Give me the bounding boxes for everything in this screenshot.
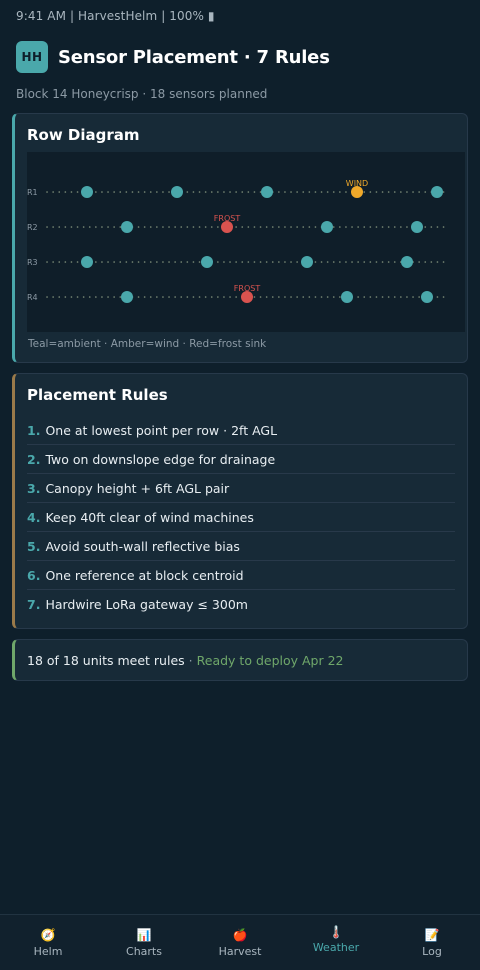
rules-list: 1.One at lowest point per row · 2ft AGL … bbox=[27, 416, 455, 619]
sensor-marker-frost[interactable] bbox=[241, 291, 253, 303]
nav-label: Charts bbox=[126, 944, 162, 958]
sensor-marker-ambient[interactable] bbox=[421, 291, 433, 303]
header: HH Sensor Placement · 7 Rules bbox=[16, 41, 330, 73]
row-label: R3 bbox=[27, 258, 38, 267]
rule-number: 1. bbox=[27, 422, 41, 438]
rule-text: Canopy height + 6ft AGL pair bbox=[45, 480, 230, 496]
rule-text: Hardwire LoRa gateway ≤ 300m bbox=[45, 597, 248, 612]
row-label: R1 bbox=[27, 188, 38, 197]
nav-label: Log bbox=[422, 944, 442, 958]
rule-item: 2.Two on downslope edge for drainage bbox=[27, 445, 455, 474]
sensor-tag-frost: FROST bbox=[214, 214, 241, 223]
row-diagram-title: Row Diagram bbox=[27, 126, 140, 144]
rule-text: One reference at block centroid bbox=[45, 567, 244, 583]
placement-rules-title: Placement Rules bbox=[27, 386, 168, 404]
rule-number: 4. bbox=[27, 509, 41, 525]
row-label: R4 bbox=[27, 293, 38, 302]
nav-item-helm[interactable]: 🧭 Helm bbox=[0, 915, 96, 970]
placement-rules-card: Placement Rules 1.One at lowest point pe… bbox=[12, 373, 468, 629]
sensor-marker-ambient[interactable] bbox=[171, 186, 183, 198]
summary-separator: · bbox=[188, 652, 193, 668]
rule-number: 7. bbox=[27, 597, 41, 612]
rule-text: Avoid south-wall reflective bias bbox=[45, 538, 240, 554]
rule-item: 3.Canopy height + 6ft AGL pair bbox=[27, 474, 455, 503]
sensor-tag-frost: FROST bbox=[234, 284, 261, 293]
rule-text: Keep 40ft clear of wind machines bbox=[45, 509, 254, 525]
row-label: R2 bbox=[27, 223, 38, 232]
nav-item-weather[interactable]: 🌡️ Weather bbox=[288, 915, 384, 970]
summary-count: 18 of 18 units meet rules bbox=[27, 652, 185, 668]
sensor-marker-ambient[interactable] bbox=[321, 221, 333, 233]
sensor-marker-ambient[interactable] bbox=[201, 256, 213, 268]
sensor-marker-ambient[interactable] bbox=[121, 291, 133, 303]
nav-item-charts[interactable]: 📊 Charts bbox=[96, 915, 192, 970]
sensor-marker-wind[interactable] bbox=[351, 186, 363, 198]
deploy-status: Ready to deploy Apr 22 bbox=[196, 652, 344, 668]
nav-item-harvest[interactable]: 🍎 Harvest bbox=[192, 915, 288, 970]
nav-item-log[interactable]: 📝 Log bbox=[384, 915, 480, 970]
sensor-marker-ambient[interactable] bbox=[401, 256, 413, 268]
status-bar: 9:41 AM | HarvestHelm | 100% ▮ bbox=[16, 9, 215, 23]
sensor-marker-ambient[interactable] bbox=[431, 186, 443, 198]
sensor-marker-ambient[interactable] bbox=[121, 221, 133, 233]
sensor-tag-wind: WIND bbox=[346, 179, 368, 188]
diagram-legend: Teal=ambient · Amber=wind · Red=frost si… bbox=[28, 338, 267, 350]
bottom-nav: 🧭 Helm 📊 Charts 🍎 Harvest 🌡️ Weather 📝 L… bbox=[0, 914, 480, 970]
nav-label: Helm bbox=[33, 944, 63, 958]
rule-number: 5. bbox=[27, 538, 41, 554]
rule-number: 2. bbox=[27, 451, 41, 467]
rule-item: 6.One reference at block centroid bbox=[27, 561, 455, 590]
rule-item: 5.Avoid south-wall reflective bias bbox=[27, 532, 455, 561]
bar-chart-icon: 📊 bbox=[136, 927, 152, 942]
rule-number: 6. bbox=[27, 567, 41, 583]
rule-text: Two on downslope edge for drainage bbox=[45, 451, 276, 467]
memo-icon: 📝 bbox=[424, 927, 440, 942]
sensor-marker-ambient[interactable] bbox=[81, 256, 93, 268]
compass-icon: 🧭 bbox=[40, 927, 56, 942]
rule-item: 4.Keep 40ft clear of wind machines bbox=[27, 503, 455, 532]
nav-label: Harvest bbox=[218, 944, 262, 958]
sensor-marker-ambient[interactable] bbox=[261, 186, 273, 198]
rule-text: One at lowest point per row · 2ft AGL bbox=[45, 422, 278, 438]
sensor-marker-ambient[interactable] bbox=[81, 186, 93, 198]
sensor-marker-ambient[interactable] bbox=[341, 291, 353, 303]
thermometer-icon: 🌡️ bbox=[328, 925, 344, 939]
nav-label: Weather bbox=[312, 941, 360, 954]
rule-number: 3. bbox=[27, 480, 41, 496]
apple-icon: 🍎 bbox=[232, 927, 248, 942]
rule-item: 1.One at lowest point per row · 2ft AGL bbox=[27, 416, 455, 445]
rule-item: 7. Hardwire LoRa gateway ≤ 300m bbox=[27, 590, 455, 619]
app-logo: HH bbox=[16, 41, 48, 73]
page-title: Sensor Placement · 7 Rules bbox=[58, 46, 330, 68]
page-subtitle: Block 14 Honeycrisp · 18 sensors planned bbox=[16, 87, 268, 101]
sensor-marker-frost[interactable] bbox=[221, 221, 233, 233]
sensor-marker-ambient[interactable] bbox=[411, 221, 423, 233]
summary-card: 18 of 18 units meet rules · Ready to dep… bbox=[12, 639, 468, 681]
sensor-marker-ambient[interactable] bbox=[301, 256, 313, 268]
